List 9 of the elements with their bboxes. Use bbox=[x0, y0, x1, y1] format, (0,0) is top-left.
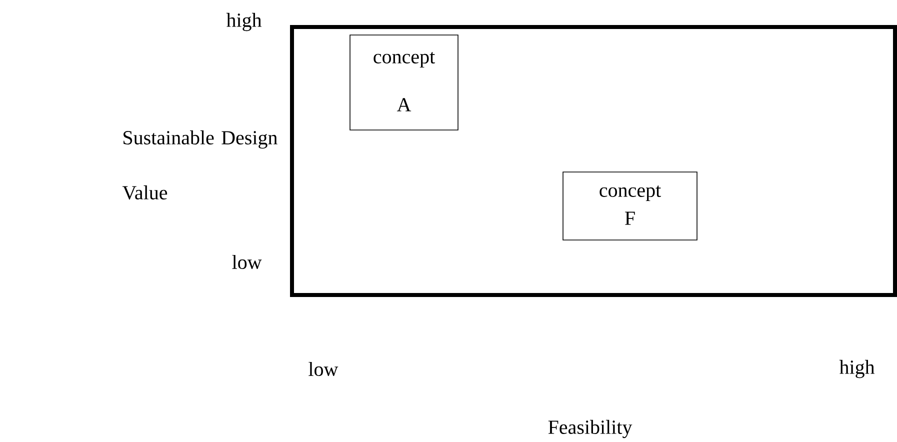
axis-label: high bbox=[226, 12, 262, 32]
axis-label: Feasibility bbox=[548, 420, 632, 438]
plot-frame bbox=[290, 25, 897, 297]
concept-box: concept F bbox=[562, 172, 698, 240]
axis-label: Sustainable Design Value bbox=[122, 130, 278, 200]
axis-label: low bbox=[308, 362, 338, 376]
concept-box: concept A bbox=[350, 34, 458, 130]
axis-label: high bbox=[839, 360, 875, 378]
axis-label: low bbox=[232, 254, 262, 270]
